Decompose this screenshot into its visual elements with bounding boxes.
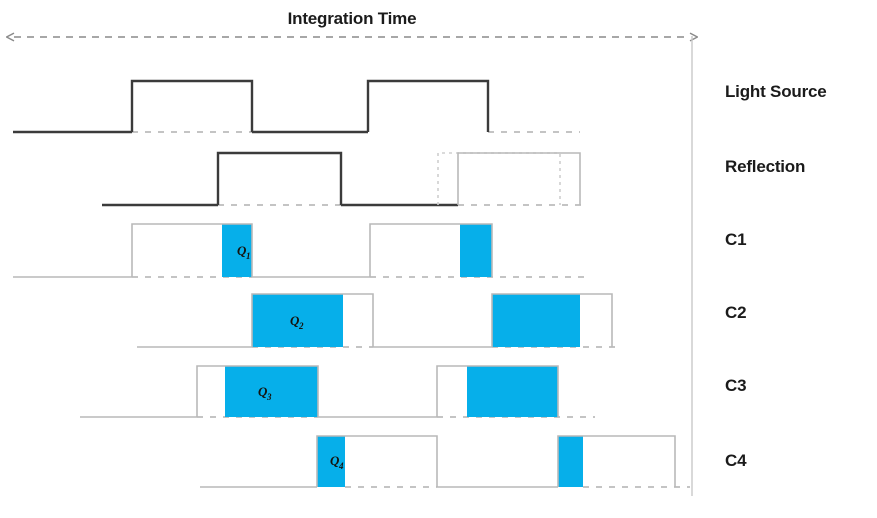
charge-fill: [492, 294, 580, 347]
charge-fill: [222, 224, 252, 277]
pulse-outline: [457, 152, 581, 205]
pulse-outline: [557, 435, 676, 487]
signal-row-c4: [200, 435, 690, 488]
signal-row-c1: [13, 223, 585, 278]
signal-row-c3: [80, 365, 595, 418]
row-label-c4: C4: [725, 451, 747, 470]
charge-subscript: 3: [266, 392, 272, 402]
ghost-pulse-outline: [437, 152, 561, 205]
row-label-c3: C3: [725, 376, 746, 395]
charge-fill: [317, 436, 345, 487]
pulse-outline: [216, 151, 343, 205]
pulse-outline: [130, 79, 254, 132]
signal-row-reflection: [102, 151, 585, 207]
row-label-reflection: Reflection: [725, 157, 805, 176]
pulse-outline: [251, 293, 374, 347]
pulse-outline: [491, 293, 613, 347]
charge-symbol: Q: [258, 384, 268, 399]
header-group: Integration Time: [14, 9, 690, 37]
charge-subscript: 2: [298, 321, 304, 331]
charge-fill: [252, 294, 343, 347]
row-label-c1: C1: [725, 230, 746, 249]
pulse-outline: [131, 223, 253, 277]
pulse-outline: [316, 435, 438, 487]
signal-row-light-source: [13, 79, 580, 134]
pulse-outline: [196, 365, 319, 417]
diagram-title: Integration Time: [288, 9, 417, 28]
charge-symbol: Q: [290, 313, 300, 328]
pulse-outline: [366, 79, 490, 132]
row-label-light-source: Light Source: [725, 82, 827, 101]
charge-symbol: Q: [237, 243, 247, 258]
charge-subscript: 4: [338, 461, 344, 471]
signal-row-c2: [137, 293, 620, 348]
charge-subscript: 1: [246, 251, 251, 261]
pulse-outline: [436, 365, 559, 417]
charge-fill: [467, 366, 558, 417]
charge-symbol: Q: [330, 453, 340, 468]
charge-fill: [225, 366, 318, 417]
pulse-outline: [369, 223, 493, 277]
charge-fill: [460, 224, 492, 277]
row-label-c2: C2: [725, 303, 746, 322]
charge-fill: [558, 436, 583, 487]
